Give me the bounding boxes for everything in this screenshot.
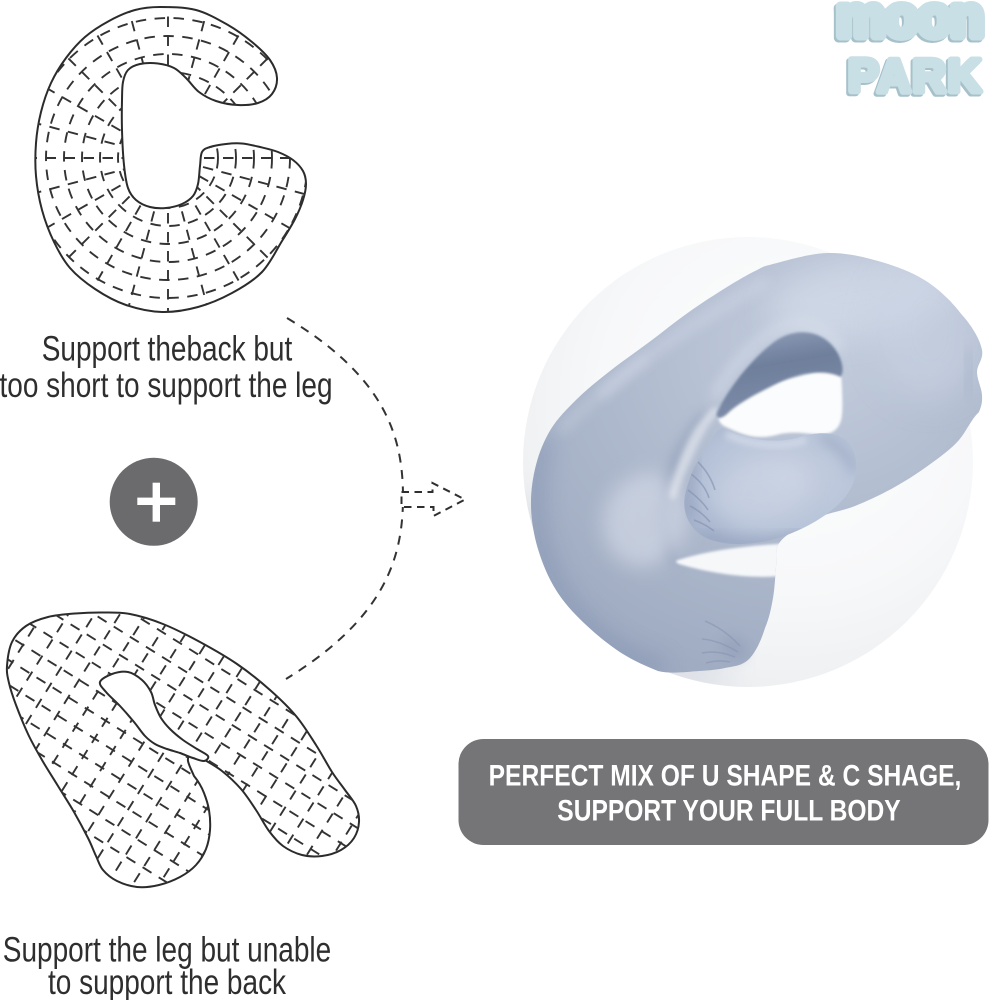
svg-text:SUPPORT YOUR FULL BODY: SUPPORT YOUR FULL BODY <box>557 793 900 827</box>
svg-text:moon: moon <box>834 0 981 50</box>
svg-text:PARK: PARK <box>848 50 983 102</box>
svg-text:PERFECT MIX OF U SHAPE & C SHA: PERFECT MIX OF U SHAPE & C SHAGE, <box>489 758 962 792</box>
svg-text:PARK: PARK <box>846 52 981 104</box>
svg-text:Support the leg but unable: Support the leg but unable <box>3 929 331 969</box>
svg-text:Support theback but: Support theback but <box>42 328 293 368</box>
svg-text:too short to support the leg: too short to support the leg <box>0 365 333 405</box>
svg-text:to support the back: to support the back <box>48 962 286 1000</box>
svg-text:moon: moon <box>836 0 983 48</box>
